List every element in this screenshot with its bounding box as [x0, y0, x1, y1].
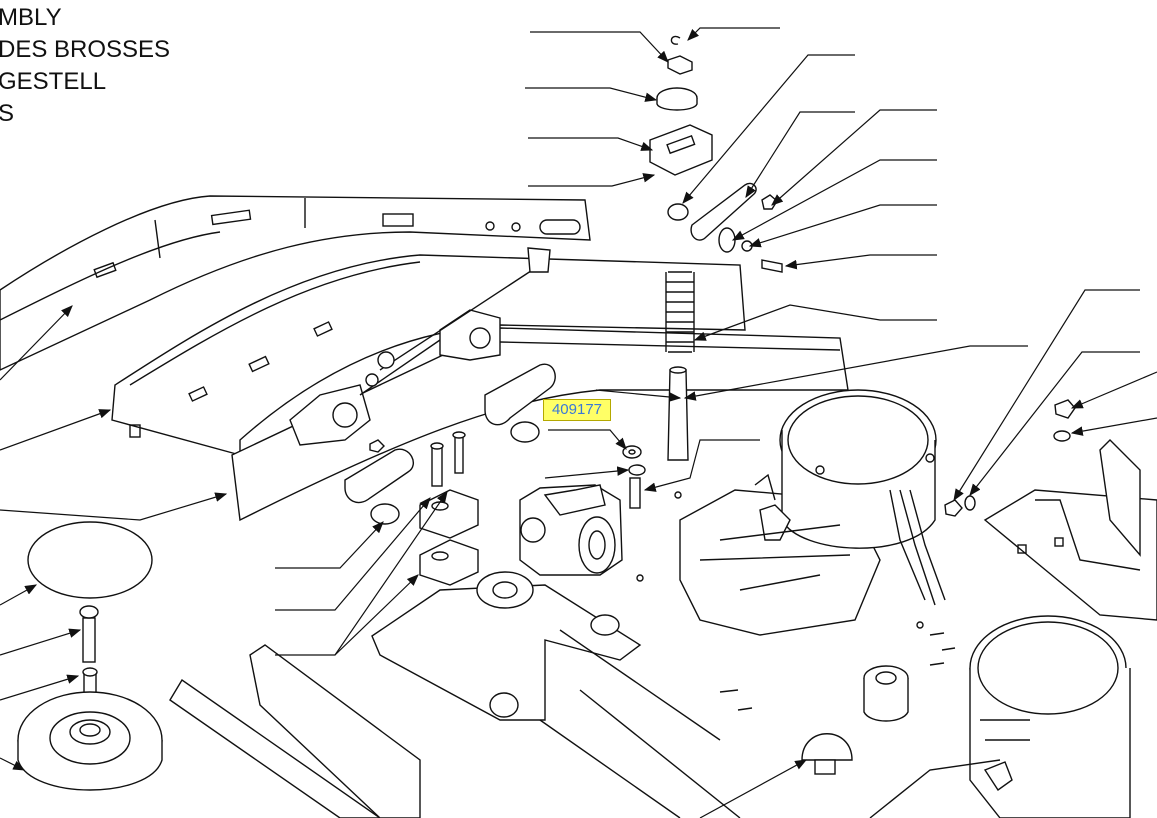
spacer-tube: [863, 665, 909, 722]
title-line-3: GESTELL: [0, 68, 107, 95]
right-side-plates: [944, 399, 1157, 621]
washers: [622, 445, 646, 509]
clamp-blocks: [419, 489, 479, 586]
leader-lines: [0, 27, 1157, 818]
adjust-rod: [365, 247, 551, 387]
title-line-1: MBLY: [0, 4, 62, 31]
brush-bar: [111, 254, 849, 522]
title-line-2: DES BROSSES: [0, 36, 171, 63]
title-line-4: S: [0, 100, 15, 127]
socket-screws: [369, 431, 466, 487]
brush-housing-plate: [0, 195, 591, 371]
brush-motor-1: [679, 389, 946, 636]
brush-motor-2: [869, 615, 1131, 818]
guide-pin: [667, 366, 689, 461]
support-wheel: [17, 691, 163, 791]
skirt-disc: [27, 521, 153, 599]
part-number-callout[interactable]: 409177: [543, 399, 611, 421]
base-bracket: [371, 571, 642, 721]
frame-slots: [636, 491, 956, 711]
top-hardware: [649, 35, 783, 273]
rubber-bumper: [801, 733, 853, 775]
lower-channels: [169, 629, 741, 818]
link-arms: [344, 363, 556, 525]
gear-motor-left: [519, 484, 623, 576]
